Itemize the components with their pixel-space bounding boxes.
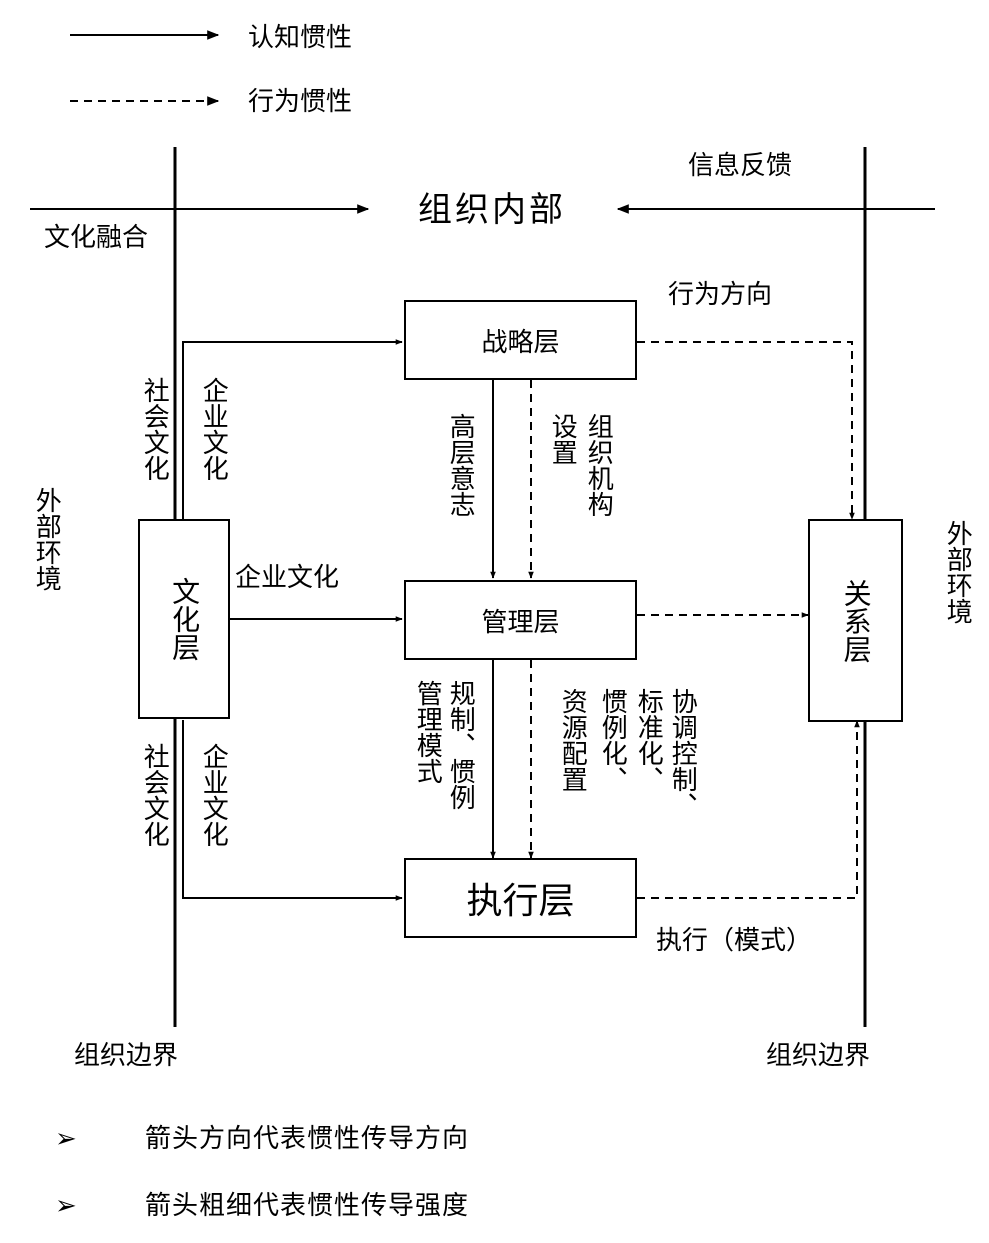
enterprise-culture-mid: 企业文化 xyxy=(235,563,340,593)
habit-col2: 标准化、 xyxy=(633,688,664,792)
mgmt-mode-col1: 管理模式 xyxy=(412,680,443,784)
org-boundary-left: 组织边界 xyxy=(74,1041,179,1071)
set-org-col2: 组织机构 xyxy=(583,413,614,517)
resource-config-label: 资源配置 xyxy=(557,688,588,792)
management-layer-label: 管理层 xyxy=(481,607,560,638)
relation-layer-box: 关系层 xyxy=(808,519,903,722)
culture-fusion-label: 文化融合 xyxy=(44,223,149,253)
social-culture-bottom: 社会文化 xyxy=(139,743,170,847)
management-layer-box: 管理层 xyxy=(404,580,637,660)
strategy-layer-box: 战略层 xyxy=(404,300,637,380)
set-org-col1: 设置 xyxy=(547,413,578,465)
note-bullet-icon: ➢ xyxy=(55,1124,77,1154)
behavior-direction-label: 行为方向 xyxy=(668,280,773,310)
legend-solid-label: 认知惯性 xyxy=(248,23,353,53)
info-feedback-label: 信息反馈 xyxy=(688,151,793,181)
top-intent-label: 高层意志 xyxy=(445,413,476,517)
strategy-to-relation-dashed xyxy=(637,341,855,520)
inner-title: 组织内部 xyxy=(418,190,566,230)
external-env-left: 外部环境 xyxy=(31,487,62,591)
strategy-layer-label: 战略层 xyxy=(481,327,560,358)
habit-col1: 惯例化、 xyxy=(597,688,628,792)
external-env-right: 外部环境 xyxy=(942,520,973,624)
execution-layer-box: 执行层 xyxy=(404,858,637,938)
mgmt-mode-col2: 规制、惯例 xyxy=(445,680,476,810)
social-culture-top: 社会文化 xyxy=(139,377,170,481)
execution-to-relation-dashed xyxy=(637,720,860,899)
execution-layer-label: 执行层 xyxy=(466,881,575,922)
enterprise-culture-bottom: 企业文化 xyxy=(198,743,229,847)
execution-mode-label: 执行（模式） xyxy=(656,926,813,956)
relation-layer-label: 关系层 xyxy=(839,578,873,663)
note-bullet-icon: ➢ xyxy=(55,1191,77,1221)
org-boundary-right: 组织边界 xyxy=(766,1041,871,1071)
enterprise-culture-top: 企业文化 xyxy=(198,377,229,481)
habit-col3: 协调控制、 xyxy=(667,688,698,818)
legend-dashed-label: 行为惯性 xyxy=(248,87,353,117)
note-direction: 箭头方向代表惯性传导方向 xyxy=(145,1124,470,1154)
culture-layer-label: 文化层 xyxy=(168,577,202,661)
note-strength: 箭头粗细代表惯性传导强度 xyxy=(145,1191,470,1221)
culture-to-strategy-arrow xyxy=(182,339,403,520)
culture-to-execution-arrow xyxy=(182,720,403,901)
culture-layer-box: 文化层 xyxy=(138,519,230,719)
